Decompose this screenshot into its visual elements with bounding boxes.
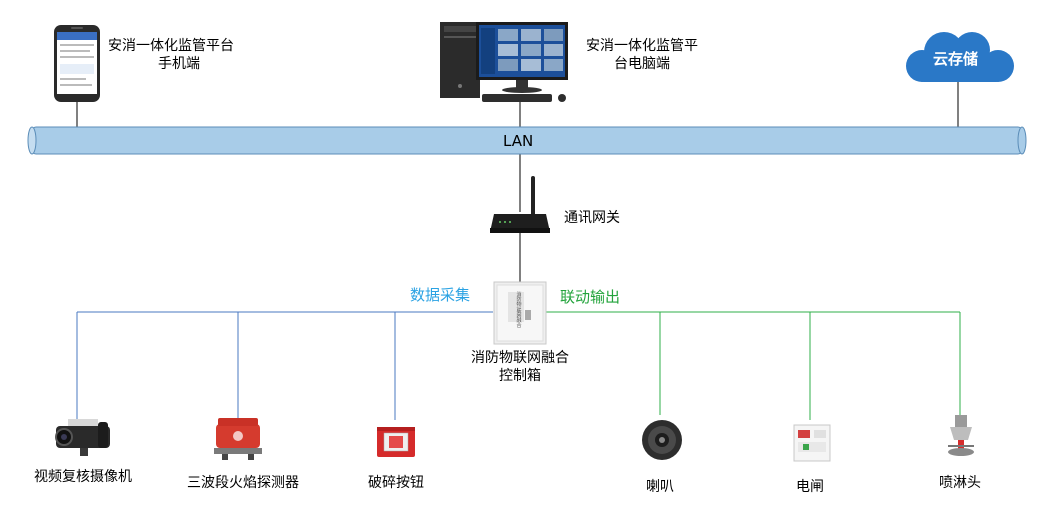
speaker-icon [642,420,682,460]
cloud-icon [906,32,1014,82]
alarm-button-icon [377,427,415,457]
circuit-breaker-icon [793,424,831,462]
breaker-label: 电闸 [796,479,824,495]
cloud-label: 云存储 [933,50,979,68]
data-collect-label: 数据采集 [410,286,471,304]
control-box-screen-text: 消防物联网融合 [516,292,522,330]
router-icon [490,176,550,233]
flame-detector-icon [214,418,262,460]
linkage-output-bus [545,311,961,420]
lan-label: LAN [503,132,534,150]
speaker-label: 喇叭 [646,479,674,495]
pc-label: 安消一体化监管平 台电脑端 [574,37,710,73]
gateway-label: 通讯网关 [564,210,620,226]
desktop-pc-icon [440,22,568,102]
control-box-label: 消防物联网融合 控制箱 [455,349,585,385]
camera-label: 视频复核摄像机 [34,469,132,485]
control-box-label-line2: 控制箱 [499,368,541,384]
lan-bus [27,126,1027,155]
control-box-label-line1: 消防物联网融合 [471,350,569,366]
sprinkler-label: 喷淋头 [939,475,981,491]
sprinkler-icon [948,415,974,456]
control-box-icon [493,281,547,345]
phone-label: 安消一体化监管平台 手机端 [108,37,234,73]
data-collect-bus [76,311,493,420]
linkage-output-label: 联动输出 [560,288,621,306]
pc-label-line2: 台电脑端 [614,56,670,72]
phone-icon [54,25,100,102]
phone-label-line1: 安消一体化监管平台 [108,38,234,54]
pc-label-line1: 安消一体化监管平 [586,38,698,54]
camera-icon [55,419,110,456]
flame-detector-label: 三波段火焰探测器 [187,475,299,491]
break-button-label: 破碎按钮 [368,475,424,491]
phone-label-line2: 手机端 [158,56,200,72]
